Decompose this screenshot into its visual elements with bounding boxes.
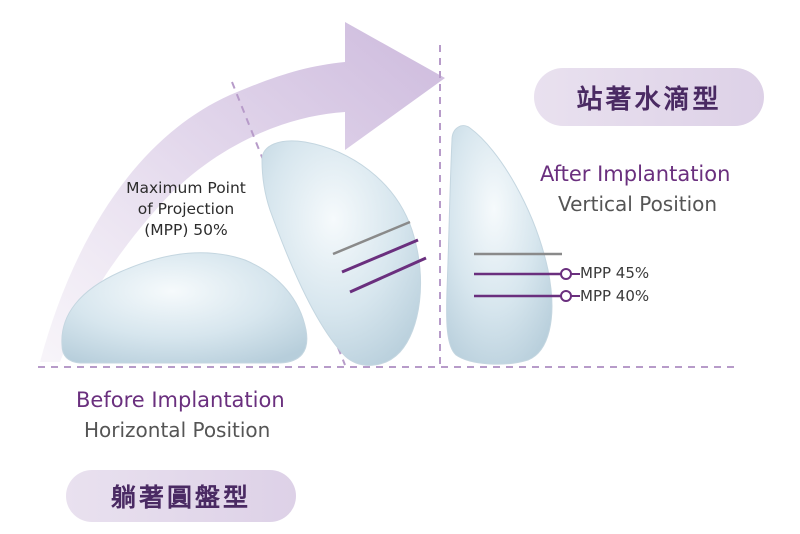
tilted-line-purple-1 [341,238,419,274]
mpp45-marker [560,268,572,280]
mpp-annotation: Maximum Point of Projection (MPP) 50% [96,178,276,241]
implant-tilted [261,140,421,366]
before-implantation-title: Before Implantation [76,388,285,412]
mpp40-marker [560,290,572,302]
tilted-line-purple-2 [349,256,427,294]
mpp-line-2: of Projection [137,200,235,218]
rotation-arrow [40,22,445,362]
mpp40-label: MPP 40% [580,287,650,305]
after-implantation-title: After Implantation [540,162,731,186]
mpp-line-3: (MPP) 50% [144,221,228,239]
tilted-line-grey [332,220,411,256]
implant-horizontal [61,252,308,364]
mpp45-label: MPP 45% [580,264,650,282]
after-implantation-subtitle: Vertical Position [558,192,718,216]
mpp-line-1: Maximum Point [126,179,246,197]
implant-vertical [446,125,553,365]
label-lying-round: 躺著圓盤型 [66,470,296,522]
before-implantation-subtitle: Horizontal Position [84,418,271,442]
label-standing-teardrop: 站著水滴型 [534,68,764,126]
